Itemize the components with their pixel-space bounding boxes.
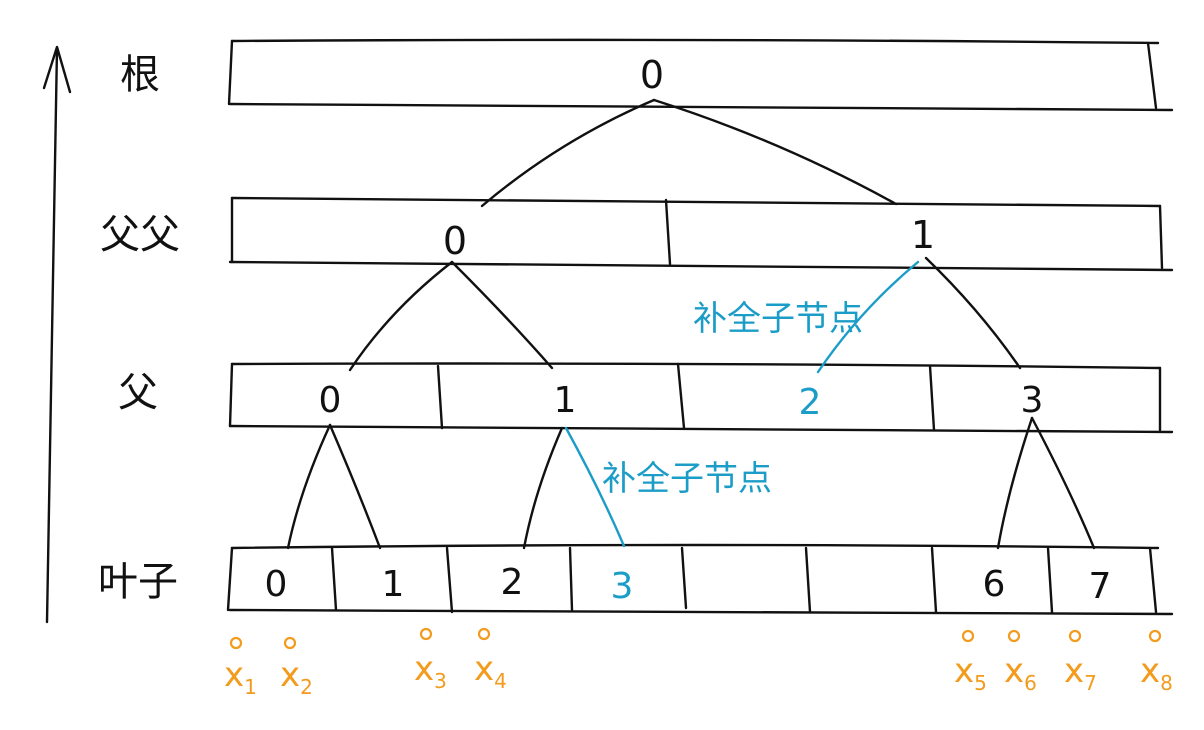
x-label-3: x3 <box>414 649 447 693</box>
level-label-root: 根 <box>120 52 160 98</box>
x-point-marker <box>1148 629 1162 643</box>
level-arrow <box>42 45 72 624</box>
parent-row <box>228 362 1174 434</box>
parent-node-1: 1 <box>554 380 577 421</box>
note-complete-child-lower: 补全子节点 <box>602 459 772 499</box>
level-label-leaf: 叶子 <box>98 559 178 605</box>
x-label-4: x4 <box>474 649 507 693</box>
x-label-7: x7 <box>1064 651 1097 695</box>
x-label-2: x2 <box>280 655 313 699</box>
x-point-marker <box>477 627 491 641</box>
tree-edges <box>286 98 1096 550</box>
leaf-node-1: 1 <box>382 564 405 605</box>
x-point-marker <box>961 629 975 643</box>
leaf-node-6: 6 <box>983 564 1006 605</box>
leaf-node-3: 3 <box>611 566 634 607</box>
level-label-grandparent: 父父 <box>100 212 180 258</box>
leaf-node-0: 0 <box>265 564 288 605</box>
parent-node-0: 0 <box>319 380 342 421</box>
leaf-row <box>226 543 1174 616</box>
x-point-marker <box>1068 629 1082 643</box>
x-point-marker <box>283 636 297 650</box>
x-point-marker <box>229 636 243 650</box>
x-label-5: x5 <box>954 651 987 695</box>
x-label-1: x1 <box>224 655 257 699</box>
level-label-parent: 父 <box>118 370 158 416</box>
grandparent-node-1: 1 <box>911 213 935 257</box>
note-complete-child-upper: 补全子节点 <box>693 299 863 339</box>
x-point-marker <box>1007 629 1021 643</box>
leaf-node-2: 2 <box>501 562 524 603</box>
root-node-0: 0 <box>640 53 664 97</box>
x-point-marker <box>419 627 433 641</box>
x-points: x1 x2 x3 x4 x5 x6 x7 x8 <box>224 627 1173 699</box>
x-label-8: x8 <box>1140 651 1173 695</box>
grandparent-row <box>228 196 1174 272</box>
parent-node-2: 2 <box>799 382 822 423</box>
grandparent-node-0: 0 <box>443 219 467 263</box>
root-row <box>227 38 1174 112</box>
completion-edges <box>564 260 920 548</box>
leaf-node-7: 7 <box>1089 566 1112 607</box>
x-label-6: x6 <box>1004 651 1037 695</box>
parent-node-3: 3 <box>1021 380 1044 421</box>
